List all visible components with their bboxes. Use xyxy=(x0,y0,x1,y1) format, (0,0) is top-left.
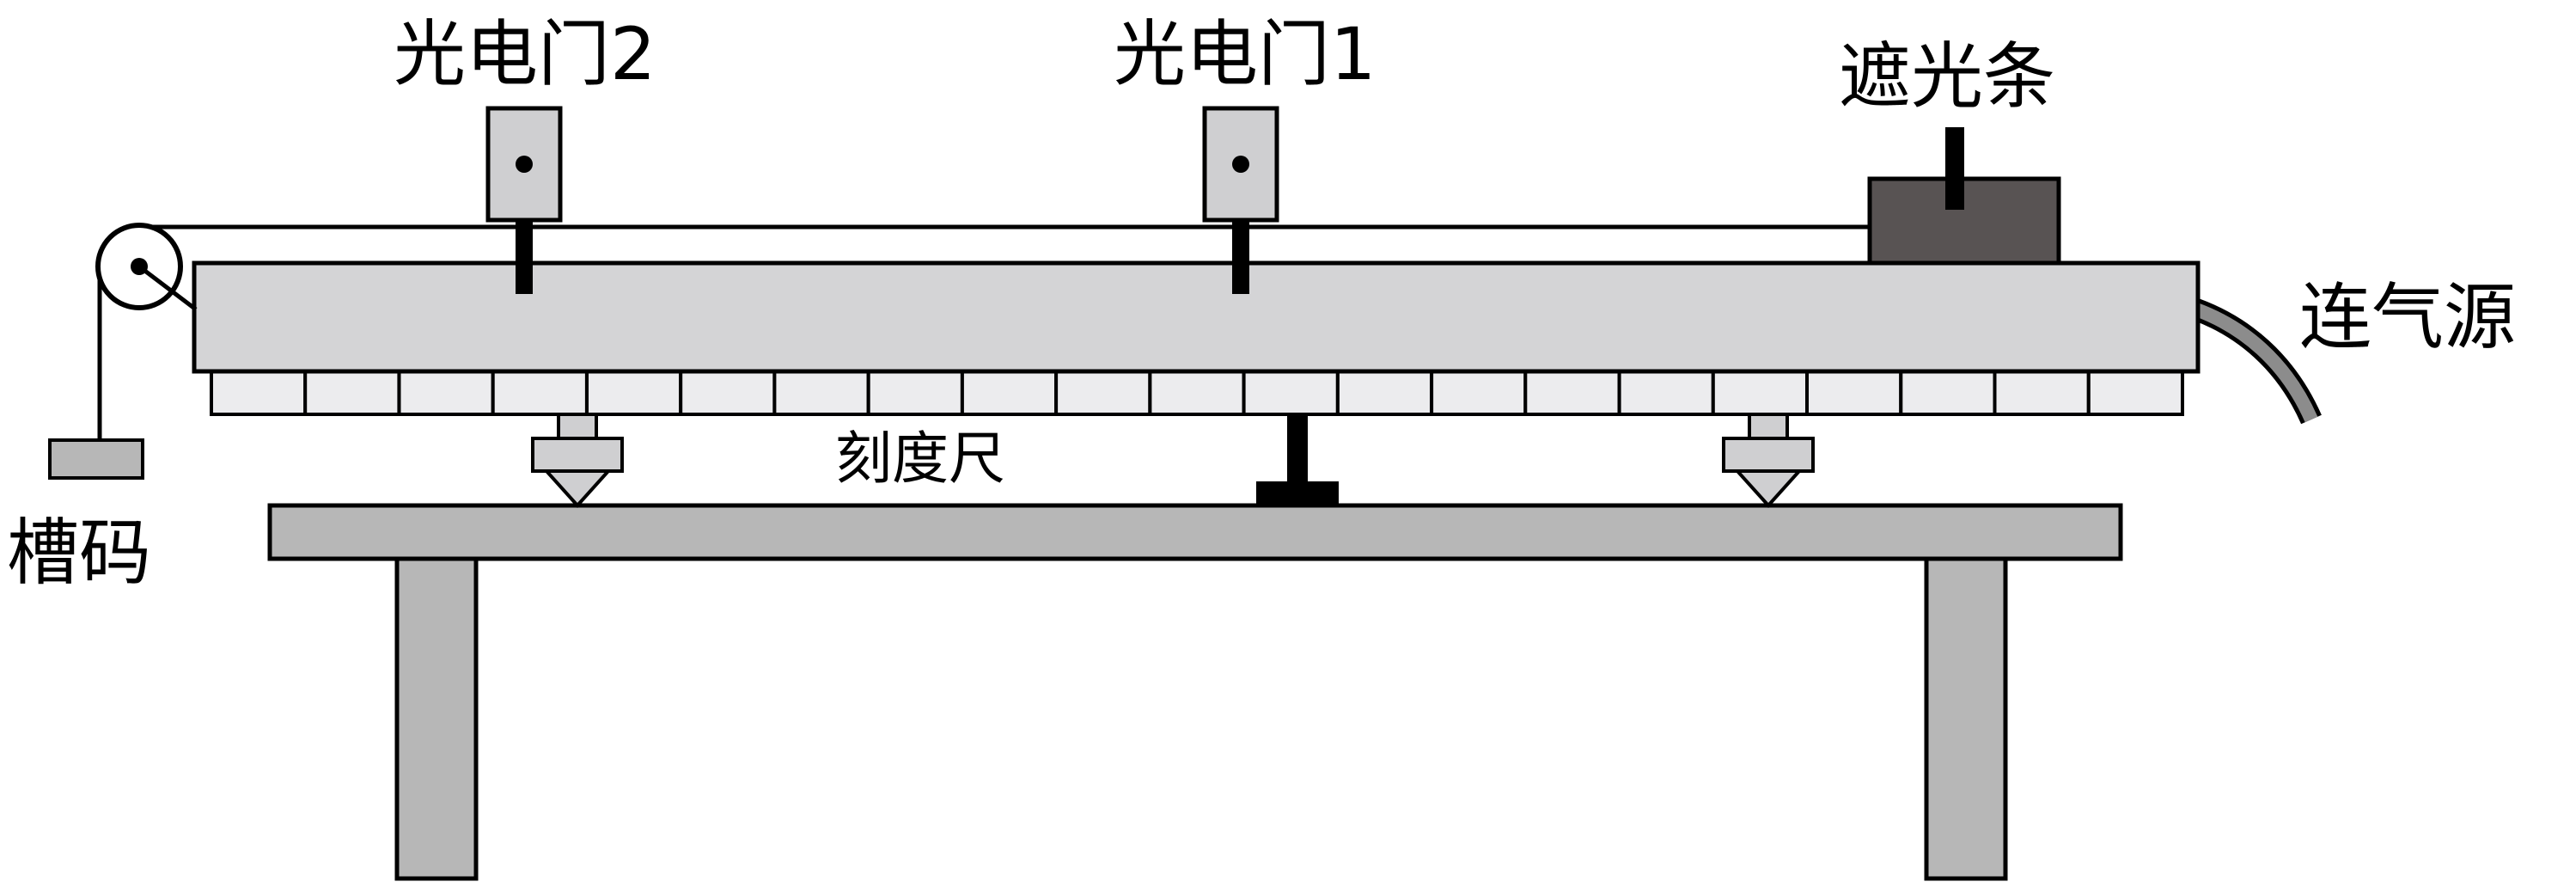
scale-segment xyxy=(1054,370,1152,416)
shade-strip xyxy=(1945,127,1964,210)
hook-weight xyxy=(48,438,144,480)
leveling-foot-left xyxy=(531,413,624,508)
air-hose xyxy=(2192,298,2322,425)
center-support-post xyxy=(1287,414,1308,485)
scale-segment xyxy=(960,370,1059,416)
scale-segment xyxy=(772,370,870,416)
scale-segment xyxy=(303,370,401,416)
scale-segment xyxy=(1899,370,1997,416)
glider xyxy=(1867,127,2061,266)
scale-segment xyxy=(1148,370,1246,416)
scale-segment xyxy=(1335,370,1434,416)
scale-segment xyxy=(2086,370,2185,416)
scale-segment xyxy=(1993,370,2091,416)
scale-ruler xyxy=(210,370,2185,416)
scale-segment xyxy=(1805,370,1903,416)
scale-segment xyxy=(679,370,777,416)
scale-segment xyxy=(866,370,964,416)
scale-segment xyxy=(397,370,495,416)
table-top xyxy=(267,503,2123,561)
scale-segment xyxy=(1617,370,1715,416)
scale-segment xyxy=(1430,370,1528,416)
table-leg-left xyxy=(394,556,479,881)
center-support-base xyxy=(1256,481,1339,505)
table-leg-right xyxy=(1924,556,2008,881)
label-hook-weight: 槽码 xyxy=(7,511,151,595)
label-gate1: 光电门1 xyxy=(1114,12,1376,96)
pulley xyxy=(95,223,198,311)
air-track xyxy=(192,260,2201,374)
label-shade-strip: 遮光条 xyxy=(1839,34,2055,119)
scale-segment xyxy=(491,370,589,416)
scale-segment xyxy=(210,370,308,416)
label-scale: 刻度尺 xyxy=(835,426,1005,492)
leveling-foot-right xyxy=(1722,413,1815,508)
photogate-1 xyxy=(1202,106,1279,294)
scale-segment xyxy=(1711,370,1810,416)
scale-segment xyxy=(1242,370,1340,416)
label-gate2: 光电门2 xyxy=(394,12,656,96)
photogate-2 xyxy=(485,106,563,294)
scale-segment xyxy=(1523,370,1621,416)
scale-segment xyxy=(585,370,683,416)
label-air-source: 连气源 xyxy=(2299,275,2516,359)
